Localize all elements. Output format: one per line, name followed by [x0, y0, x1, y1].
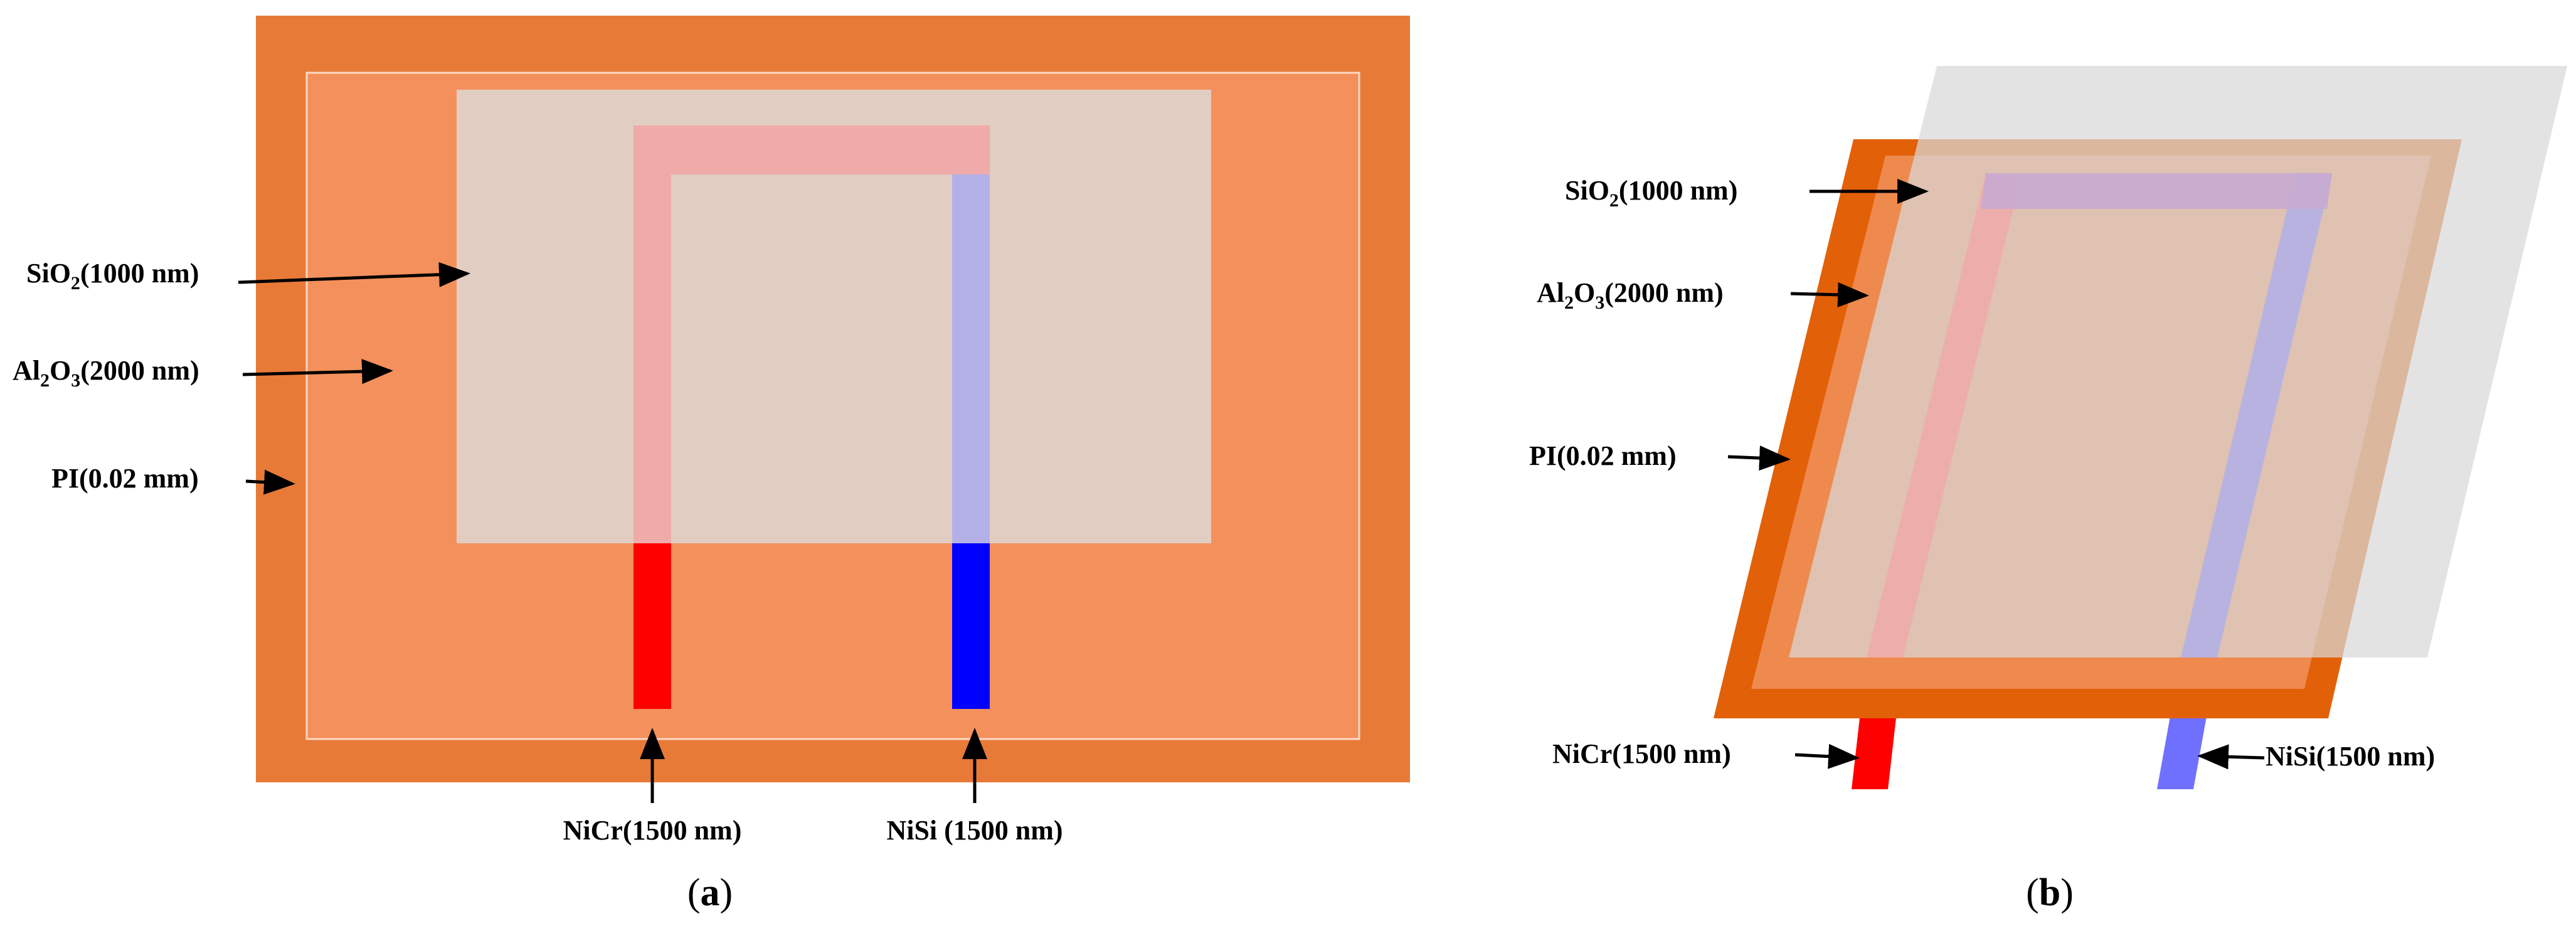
- nicr-electrode-covered-b: [1867, 173, 2022, 657]
- nicr-electrode-a: [633, 543, 671, 709]
- pi-label-a: PI(0.02 mm): [51, 463, 199, 494]
- panel-b: SiO2(1000 nm) Al2O3(2000 nm) PI(0.02 mm)…: [1529, 66, 2567, 914]
- nicr-electrode-covered-a: [633, 125, 671, 543]
- nisi-label-a: NiSi (1500 nm): [886, 815, 1063, 846]
- al2o3-arrow-b: [1790, 282, 1869, 307]
- sio2-arrow-a: [238, 262, 470, 287]
- nisi-label-b: NiSi(1500 nm): [2266, 741, 2435, 772]
- nicr-label-b: NiCr(1500 nm): [1552, 738, 1731, 769]
- nisi-arrow-b: [2197, 744, 2265, 770]
- pi-arrow-b: [1727, 445, 1791, 471]
- sio2-label-b: SiO2(1000 nm): [1565, 175, 1737, 211]
- nicr-label-a: NiCr(1500 nm): [563, 815, 742, 846]
- nicr-arrow-b: [1794, 743, 1860, 769]
- al2o3-arrow-a: [242, 359, 393, 385]
- pi-arrow-a: [245, 469, 295, 495]
- sio2-label-a: SiO2(1000 nm): [26, 258, 199, 294]
- caption-b: (b): [2026, 871, 2074, 914]
- nisi-electrode-covered-b: [2181, 173, 2332, 657]
- pi-label-b: PI(0.02 mm): [1529, 440, 1677, 471]
- nisi-electrode-a: [952, 543, 990, 709]
- nisi-electrode-covered-a: [952, 125, 990, 543]
- al2o3-label-b: Al2O3(2000 nm): [1537, 277, 1724, 313]
- electrode-bridge-a: [633, 125, 990, 174]
- al2o3-label-a: Al2O3(2000 nm): [13, 355, 199, 391]
- caption-a: (a): [687, 871, 733, 914]
- electrode-bridge-b: [1981, 173, 2332, 209]
- panel-a: SiO2(1000 nm) Al2O3(2000 nm) PI(0.02 mm)…: [13, 16, 1410, 914]
